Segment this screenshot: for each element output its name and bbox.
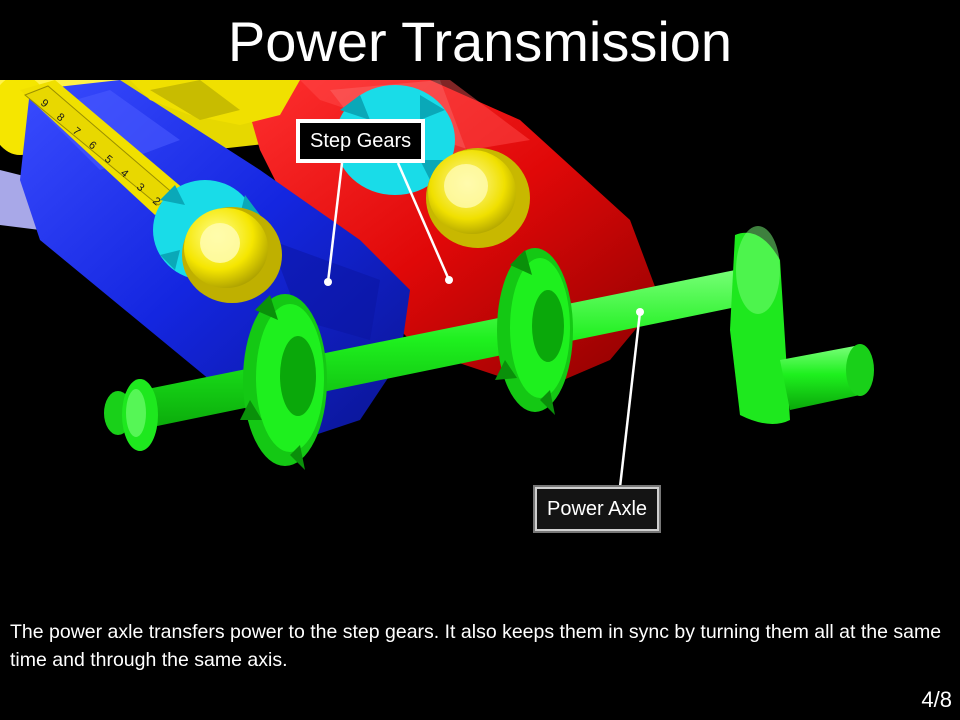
slide-title: Power Transmission (227, 10, 733, 73)
blue-drum-yellow-hub (182, 207, 282, 303)
step-gears-pointer-red (445, 276, 453, 284)
step-gears-pointer-blue (324, 278, 332, 286)
axle-bevel-gear-left (240, 294, 327, 470)
numbered-step-strip: 9 8 7 6 5 4 3 2 (20, 80, 185, 215)
power-axle-label: Power Axle (532, 485, 662, 533)
axle-bevel-gear-right (495, 248, 573, 415)
leader-lines (324, 162, 644, 488)
step-gears-leader-blue (326, 162, 344, 283)
red-drum-yellow-hub (426, 148, 530, 248)
step-gears-leader-red (396, 162, 451, 281)
step-gears-label: Step Gears (296, 119, 426, 163)
slide-description: The power axle transfers power to the st… (10, 621, 942, 671)
power-axle-pointer (636, 308, 644, 316)
yellow-back-gear (130, 80, 300, 125)
page-number: 4/8 (921, 687, 952, 712)
gear-mechanism-illustration: 9 8 7 6 5 4 3 2 (0, 80, 874, 488)
power-axle-leader (618, 311, 642, 488)
